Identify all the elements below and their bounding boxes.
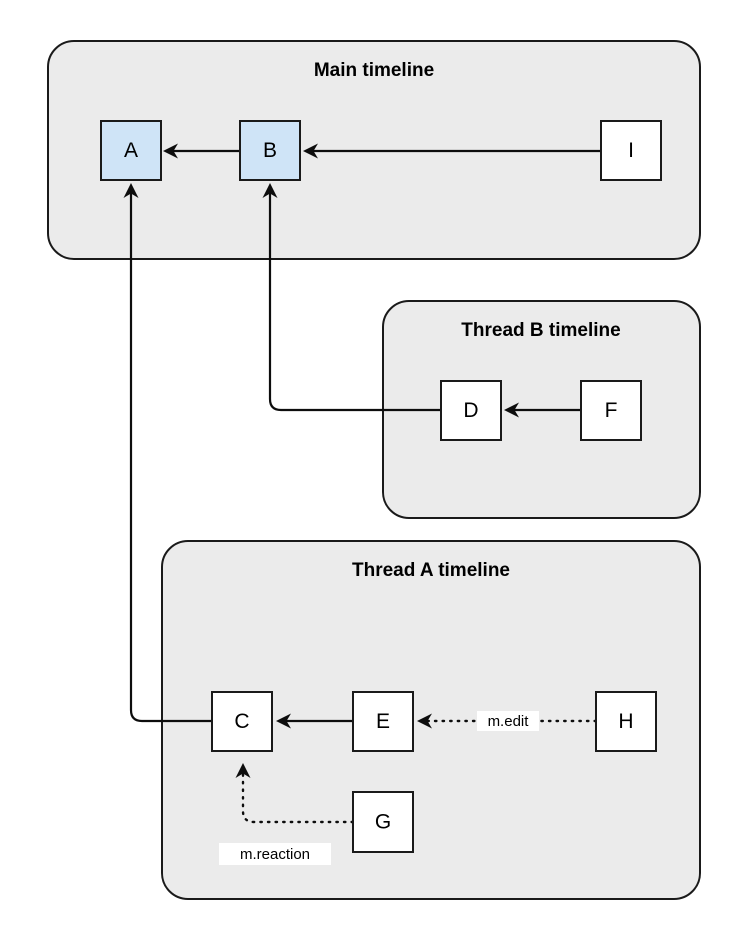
- arrowhead-D-to-B: [262, 183, 278, 198]
- node-box-C[interactable]: [211, 691, 273, 752]
- event-node-A[interactable]: A: [100, 120, 162, 181]
- event-node-C[interactable]: C: [211, 691, 273, 752]
- event-node-G[interactable]: G: [352, 791, 414, 853]
- edge-B-to-A: [163, 143, 240, 159]
- node-box-H[interactable]: [595, 691, 657, 752]
- edge-labels-layer: m.edit m.reaction: [219, 711, 539, 865]
- node-label-B: B: [263, 139, 277, 162]
- event-nodes-layer: A B I D F C E H G: [100, 120, 662, 853]
- arrowhead-E-to-C: [276, 713, 291, 729]
- node-box-I[interactable]: [600, 120, 662, 181]
- arrowhead-G-to-C: [235, 763, 251, 778]
- arrowhead-F-to-D: [504, 402, 519, 418]
- edge-path-C-to-A: [129, 191, 212, 723]
- node-box-B[interactable]: [239, 120, 301, 181]
- node-label-E: E: [376, 710, 390, 733]
- node-box-A[interactable]: [100, 120, 162, 181]
- event-node-H[interactable]: H: [595, 691, 657, 752]
- node-label-I: I: [628, 139, 634, 162]
- group-title-main: Main timeline: [314, 60, 434, 81]
- node-box-G[interactable]: [352, 791, 414, 853]
- event-node-D[interactable]: D: [440, 380, 502, 441]
- edge-F-to-D: [504, 402, 581, 418]
- edge-label-background-H-to-E: [477, 711, 539, 731]
- node-box-E[interactable]: [352, 691, 414, 752]
- edge-I-to-B: [303, 143, 601, 159]
- arrowhead-C-to-A: [123, 183, 139, 198]
- edge-label-G-to-C: m.reaction: [219, 843, 331, 865]
- edge-G-to-C: [235, 763, 355, 824]
- event-node-E[interactable]: E: [352, 691, 414, 752]
- edge-label-text-G-to-C: m.reaction: [240, 846, 310, 863]
- node-box-D[interactable]: [440, 380, 502, 441]
- edge-C-to-A: [123, 183, 212, 723]
- arrowhead-I-to-B: [303, 143, 318, 159]
- edge-label-background-G-to-C: [219, 843, 331, 865]
- node-label-C: C: [234, 710, 249, 733]
- edge-path-G-to-C: [241, 770, 355, 824]
- arrowhead-H-to-E: [417, 713, 432, 729]
- node-label-G: G: [375, 811, 391, 834]
- node-box-F[interactable]: [580, 380, 642, 441]
- node-label-F: F: [605, 399, 618, 422]
- edge-D-to-B: [262, 183, 441, 412]
- event-node-F[interactable]: F: [580, 380, 642, 441]
- group-title-threadA: Thread A timeline: [352, 560, 510, 581]
- node-label-H: H: [618, 710, 633, 733]
- node-label-A: A: [124, 139, 138, 162]
- edge-E-to-C: [276, 713, 353, 729]
- node-label-D: D: [463, 399, 478, 422]
- group-title-threadB: Thread B timeline: [461, 320, 620, 341]
- edge-label-text-H-to-E: m.edit: [488, 713, 530, 730]
- edge-path-D-to-B: [268, 191, 441, 412]
- event-node-B[interactable]: B: [239, 120, 301, 181]
- arrowhead-B-to-A: [163, 143, 178, 159]
- event-node-I[interactable]: I: [600, 120, 662, 181]
- edge-label-H-to-E: m.edit: [477, 711, 539, 731]
